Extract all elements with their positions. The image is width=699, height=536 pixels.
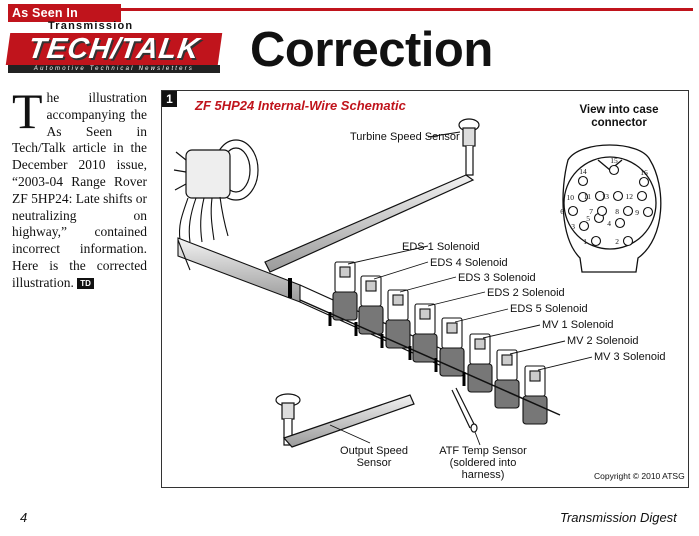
connector-pin-label-13: 13 [602,192,610,201]
connector-pin-14 [577,175,589,187]
turbine-sensor-drawing [264,118,480,273]
page-number: 4 [20,510,28,525]
connector-pin-3 [578,220,590,232]
label-eds3-solenoid: EDS 3 Solenoid [458,272,536,284]
harness-connector-drawing [173,139,259,201]
label-turbine-speed-sensor: Turbine Speed Sensor [350,131,460,143]
label-mv2-solenoid: MV 2 Solenoid [567,335,639,347]
label-mv1-solenoid: MV 1 Solenoid [542,319,614,331]
connector-pin-label-7: 7 [589,207,593,216]
connector-pin-16 [638,176,650,188]
connector-pin-6 [567,205,579,217]
leader-lines [329,131,593,446]
connector-pin-label-6: 6 [560,207,564,216]
label-eds5-solenoid: EDS 5 Solenoid [510,303,588,315]
as-seen-in-badge: As Seen In [8,4,121,22]
connector-pin-label-10: 10 [567,193,575,202]
logo-transmission-word: Transmission [48,20,134,32]
connector-pin-label-11: 11 [584,192,591,201]
connector-pin-15 [608,164,620,176]
connector-pin-label-4: 4 [607,219,611,228]
techtalk-logo: TECH/TALK Automotive Technical Newslette… [5,33,223,73]
connector-pin-label-15: 15 [610,156,618,165]
label-eds4-solenoid: EDS 4 Solenoid [430,257,508,269]
connector-pin-label-14: 14 [579,167,587,176]
label-output-speed-sensor: Output Speed Sensor [340,445,408,469]
logo-subtitle: Automotive Technical Newsletters [8,65,220,73]
figure-number: 1 [162,91,177,107]
connector-pin-9 [642,206,654,218]
connector-pin-8 [622,205,634,217]
header-rule [121,8,693,11]
label-mv3-solenoid: MV 3 Solenoid [594,351,666,363]
connector-pin-12 [636,190,648,202]
connector-pin-label-3: 3 [571,222,575,231]
wire-bundle-drawing [177,196,456,373]
connector-pin-1 [590,235,602,247]
publication-name: Transmission Digest [560,510,677,525]
connector-pin-label-16: 16 [640,168,648,177]
connector-pin-4 [614,217,626,229]
connector-pin-label-5: 5 [586,214,590,223]
label-eds1-solenoid: EDS 1 Solenoid [402,241,480,253]
drop-cap: T [12,83,43,139]
label-view-into-case-connector: View into case connector [579,104,659,129]
page-title: Correction [250,23,493,77]
connector-pin-2 [622,235,634,247]
schematic-title: ZF 5HP24 Internal-Wire Schematic [195,98,406,113]
connector-pin-10 [577,191,589,203]
output-sensor-drawing [275,393,415,448]
figure-frame [161,90,689,488]
solenoid-row-drawing [299,261,561,425]
label-eds2-solenoid: EDS 2 Solenoid [487,287,565,299]
connector-pin-label-1: 1 [583,237,587,246]
connector-pin-label-12: 12 [626,192,634,201]
connector-pin-label-2: 2 [615,237,619,246]
atf-sensor-drawing [451,387,478,433]
connector-pin-11 [594,190,606,202]
label-atf-temp-sensor: ATF Temp Sensor (soldered into harness) [439,445,527,481]
connector-pin-label-9: 9 [635,208,639,217]
figure-copyright: Copyright © 2010 ATSG [594,471,685,481]
article-body: he illustration accompanying the As Seen… [12,90,147,290]
connector-pin-7 [596,205,608,217]
td-end-badge: TD [77,277,94,289]
connector-pin-13 [612,190,624,202]
connector-pin-label-8: 8 [615,207,619,216]
